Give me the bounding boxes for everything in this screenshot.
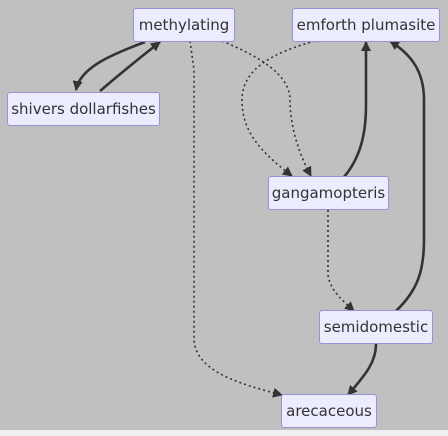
edge-gangamopteris-to-semidomestic xyxy=(327,210,355,312)
edge-methylating-to-shivers-dollarfishes xyxy=(72,40,146,91)
bottom-strip xyxy=(0,430,448,436)
edge-semidomestic-to-emforth-plumasite xyxy=(389,39,426,312)
node-shivers-dollarfishes[interactable]: shivers dollarfishes xyxy=(7,92,160,126)
edge-methylating-to-gangamopteris xyxy=(221,40,312,177)
edge-gangamopteris-to-emforth-plumasite xyxy=(343,41,371,178)
edge-semidomestic-to-arecaceous xyxy=(347,343,378,396)
edge-shivers-dollarfishes-to-methylating xyxy=(99,40,161,92)
edge-emforth-plumasite-to-gangamopteris xyxy=(241,40,316,177)
edge-methylating-to-arecaceous xyxy=(189,40,283,398)
node-gangamopteris[interactable]: gangamopteris xyxy=(268,176,389,210)
node-arecaceous[interactable]: arecaceous xyxy=(281,394,377,428)
node-semidomestic[interactable]: semidomestic xyxy=(319,310,433,344)
node-emforth-plumasite[interactable]: emforth plumasite xyxy=(292,8,440,42)
node-methylating[interactable]: methylating xyxy=(133,8,235,42)
